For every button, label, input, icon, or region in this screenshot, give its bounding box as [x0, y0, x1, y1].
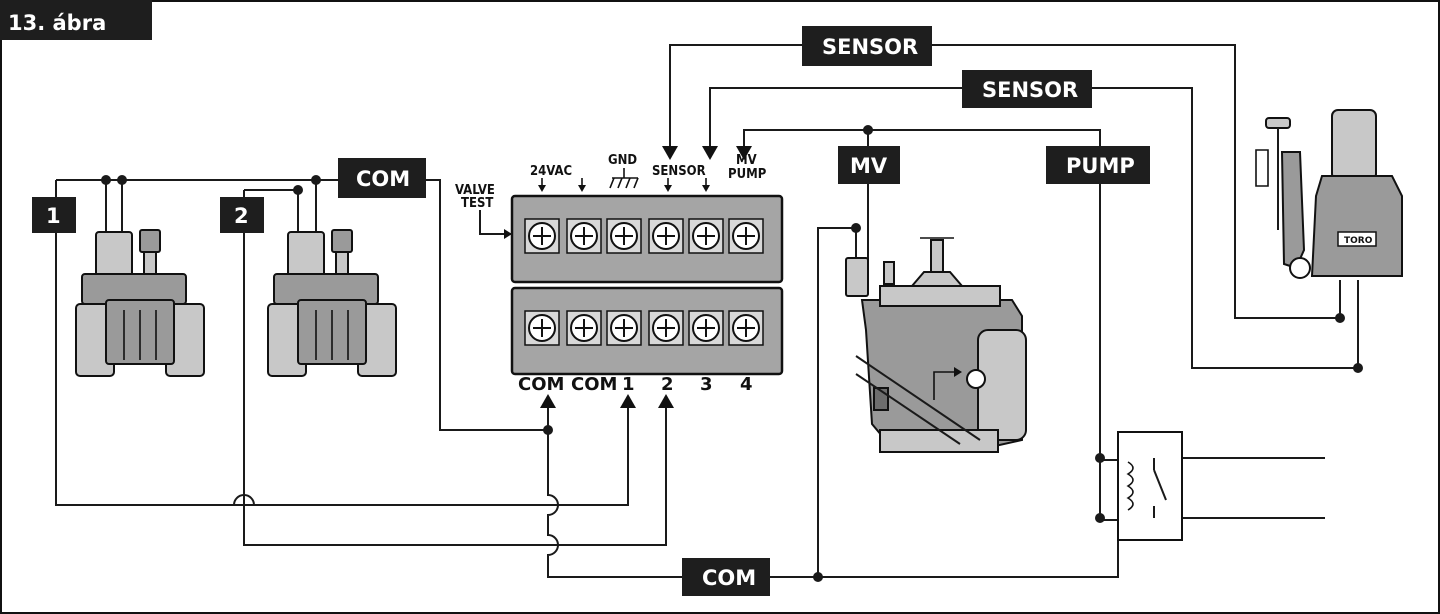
svg-text:2: 2	[234, 204, 249, 228]
bottom-screw-3	[606, 310, 642, 346]
figure-title: 13. ábra	[8, 11, 106, 35]
gnd-label: GND	[608, 153, 637, 168]
tag-sensor-a: SENSOR	[802, 26, 932, 66]
svg-text:MV: MV	[850, 154, 888, 178]
tag-zone2: 2	[220, 197, 264, 233]
svg-text:COM: COM	[356, 167, 410, 191]
junction-dots	[101, 125, 1363, 582]
tag-sensor-b: SENSOR	[962, 70, 1092, 108]
top-screw-2	[566, 218, 602, 254]
terminal-top-labels: VALVE TEST 24VAC GND SENSOR MV PUMP	[455, 146, 767, 239]
valve-test-arrow	[479, 210, 512, 235]
pump-label-top: PUMP	[728, 167, 767, 182]
bottom-screw-6	[728, 310, 764, 346]
pump-relay	[1117, 431, 1183, 541]
rain-sensor: TORO	[1255, 109, 1403, 279]
zone-valve-1	[75, 229, 205, 377]
wire-mv-pump	[743, 129, 1101, 460]
rain-sensor-brand: TORO	[1344, 236, 1373, 246]
term-label-2: 2	[661, 374, 674, 395]
terminal-bottom-labels: COM COM 1 2 3 4	[518, 374, 753, 408]
mv-label-top: MV	[736, 153, 757, 168]
wires	[55, 44, 1359, 578]
svg-text:COM: COM	[702, 566, 756, 590]
valve-test-label-2: TEST	[461, 196, 493, 211]
vac-label: 24VAC	[530, 164, 572, 179]
top-screw-6	[728, 218, 764, 254]
wire-sensor-inner	[709, 87, 1359, 369]
wire-hop	[233, 494, 255, 506]
bottom-screw-5	[688, 310, 724, 346]
term-label-4: 4	[740, 374, 753, 395]
wire-sensor-outer	[669, 44, 1341, 319]
sensor-label-top: SENSOR	[652, 164, 706, 179]
top-screw-4	[648, 218, 684, 254]
top-screw-3	[606, 218, 642, 254]
tag-com-top: COM	[338, 158, 426, 198]
term-label-com-2: COM	[571, 374, 617, 395]
term-label-1: 1	[622, 374, 635, 395]
top-screw-5	[688, 218, 724, 254]
valve-test-label-1: VALVE	[455, 183, 495, 198]
bottom-screw-4	[648, 310, 684, 346]
figure-title-tab: 13. ábra	[0, 0, 152, 40]
wire-mv-com	[817, 227, 857, 577]
valve-test-arrowhead	[504, 229, 512, 239]
master-valve	[845, 237, 1027, 453]
wire-com-bottom	[547, 400, 1119, 578]
svg-text:SENSOR: SENSOR	[822, 35, 918, 59]
tag-zone1: 1	[32, 197, 76, 233]
wire-com-top	[56, 179, 548, 431]
terminal-block	[510, 194, 784, 376]
bottom-screw-1	[524, 310, 560, 346]
zone-valve-2	[267, 229, 397, 377]
wire-zone1	[55, 180, 629, 506]
term-label-com-1: COM	[518, 374, 564, 395]
tag-com-bottom: COM	[682, 558, 770, 596]
term-label-3: 3	[700, 374, 713, 395]
svg-text:SENSOR: SENSOR	[982, 78, 1078, 102]
top-screw-1	[524, 218, 560, 254]
svg-text:PUMP: PUMP	[1066, 154, 1135, 178]
ground-symbol	[609, 168, 639, 189]
tag-mv: MV	[838, 146, 900, 184]
bottom-screw-2	[566, 310, 602, 346]
svg-text:1: 1	[46, 204, 61, 228]
wire-zone2	[243, 190, 667, 546]
tag-pump: PUMP	[1046, 146, 1150, 184]
